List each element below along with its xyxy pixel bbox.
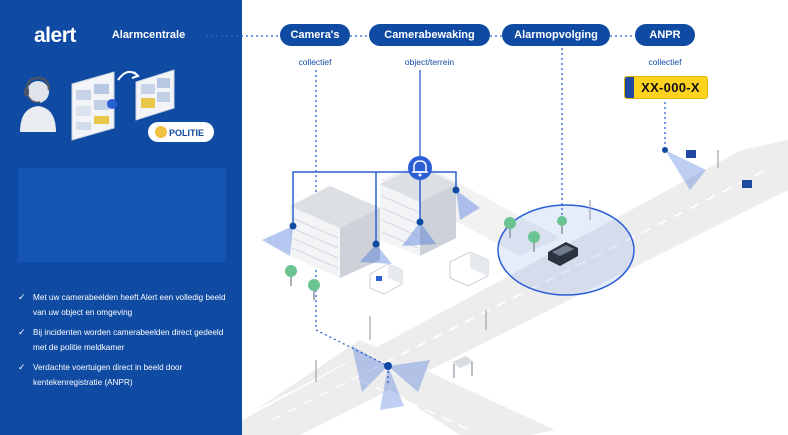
vehicles xyxy=(369,242,578,295)
alert-logo: alert xyxy=(34,24,76,47)
plate-number: XX-000-X xyxy=(641,80,700,95)
camerabewaking-pill: Camerabewaking xyxy=(369,24,490,46)
license-plate: XX-000-X xyxy=(624,76,708,99)
camera-beams xyxy=(262,150,706,410)
operator-illustration: POLITIE xyxy=(20,69,214,142)
anpr-subtitle: collectief xyxy=(648,57,682,67)
street-lamps xyxy=(315,150,719,382)
checklist-item: ✓Bij incidenten worden camerabeelden dir… xyxy=(18,327,224,352)
delivery-truck-icon xyxy=(449,251,489,287)
police-car-icon xyxy=(548,242,578,266)
camerabewaking-subtitle: object/terrein xyxy=(404,57,455,67)
office-buildings xyxy=(290,166,456,278)
cameras-subtitle: collectief xyxy=(298,57,332,67)
checklist-item: ✓Verdachte voertuigen direct in beeld do… xyxy=(18,362,183,387)
road-signs xyxy=(686,150,752,188)
camera-icon xyxy=(289,147,668,370)
checklist-item: ✓Met uw camerabeelden heeft Alert een vo… xyxy=(18,292,226,317)
video-panel xyxy=(18,168,226,262)
van-icon xyxy=(369,263,403,295)
feature-checklist: ✓Met uw camerabeelden heeft Alert een vo… xyxy=(18,290,234,395)
bus-shelter xyxy=(452,356,474,378)
sidebar: alert xyxy=(0,0,242,435)
trees xyxy=(285,216,567,300)
anpr-pill: ANPR xyxy=(635,24,695,46)
operator-headset-icon xyxy=(20,76,56,132)
checkmark-icon: ✓ xyxy=(18,292,26,302)
svg-text:POLITIE: POLITIE xyxy=(169,128,204,138)
alarm-bell-icon xyxy=(408,156,432,180)
cameras-pill: Camera's xyxy=(280,24,350,46)
alarmopvolging-pill: Alarmopvolging xyxy=(502,24,610,46)
politie-badge: POLITIE xyxy=(148,122,214,142)
checkmark-icon: ✓ xyxy=(18,327,26,337)
camera-coverage-frame xyxy=(292,171,457,244)
road-network xyxy=(242,140,788,435)
checkmark-icon: ✓ xyxy=(18,362,26,372)
monitor-screens-icon xyxy=(71,69,175,141)
eu-flag-icon xyxy=(625,77,634,98)
alarmcentrale-pill: Alarmcentrale xyxy=(91,24,206,46)
